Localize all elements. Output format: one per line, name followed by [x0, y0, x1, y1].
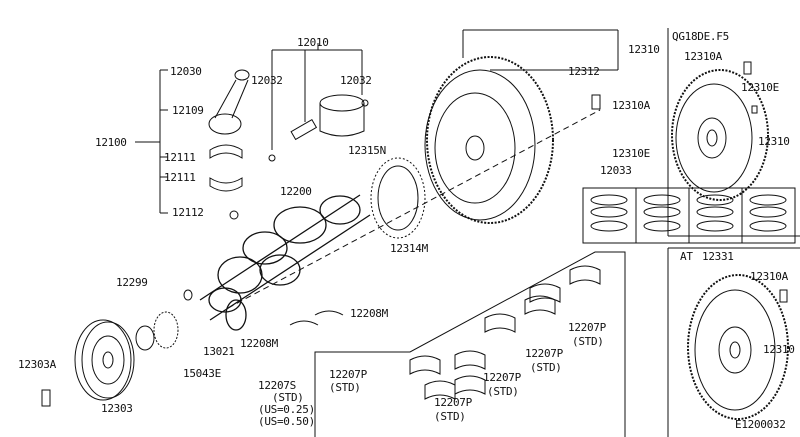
- thrust-bearings: [289, 310, 344, 326]
- label-bearing-p: 12207P: [525, 347, 563, 360]
- label-main-bearing-us025: (US=0.25): [258, 403, 315, 416]
- piston-rings: [590, 194, 787, 232]
- label-bearing-p-std: (STD): [487, 385, 519, 398]
- label-bearing-p-std: (STD): [572, 335, 604, 348]
- label-thrust-bearing: 12208M: [350, 307, 388, 320]
- at-variant-frame: [667, 247, 800, 437]
- label-bearing-p: 12207P: [568, 321, 606, 334]
- label-qg-dowel: 12310E: [741, 81, 779, 94]
- label-bearing-p: 12207P: [434, 396, 472, 409]
- label-piston-rings: 12033: [600, 164, 632, 177]
- label-snap-ring: 12032: [340, 74, 372, 87]
- label-ring-gear: 12312: [568, 65, 600, 78]
- label-variant-at: AT: [680, 250, 693, 263]
- label-sprocket: 13021: [203, 345, 235, 358]
- label-bearing-p-std: (STD): [434, 410, 466, 423]
- label-crankshaft: 12200: [280, 185, 312, 198]
- label-rod-nut: 12112: [172, 206, 204, 219]
- qg-flywheel: [671, 61, 769, 201]
- label-main-bearing-us050: (US=0.50): [258, 415, 315, 428]
- label-at-bolt: 12310A: [750, 270, 788, 283]
- diagram-id: E1200032: [735, 418, 786, 431]
- flywheel: [227, 29, 619, 309]
- label-snap-ring: 12032: [251, 74, 283, 87]
- crank-pulley: [41, 319, 135, 407]
- label-piston: 12010: [297, 36, 329, 49]
- label-pulley-bolt: 12303A: [18, 358, 56, 371]
- label-bearing-p-std: (STD): [530, 361, 562, 374]
- label-flywheel: 12310: [628, 43, 660, 56]
- label-variant-qg: QG18DE.F5: [672, 30, 729, 43]
- piston-ring-box: [582, 187, 796, 244]
- oil-seal-and-sprocket: [135, 289, 193, 351]
- main-bearing-box: [314, 251, 626, 437]
- label-rod-bolt: 12109: [172, 104, 204, 117]
- qg-variant-frame: [667, 28, 800, 237]
- label-pin: 12315N: [348, 144, 386, 157]
- label-rod-bushing: 12030: [170, 65, 202, 78]
- label-oil-seal: 15043E: [183, 367, 221, 380]
- main-bearings: [409, 265, 601, 400]
- connecting-rod: [135, 69, 250, 220]
- label-bearing-p: 12207P: [483, 371, 521, 384]
- label-connecting-rod: 12100: [95, 136, 127, 149]
- label-drive-plate: 12331: [702, 250, 734, 263]
- label-main-bearing: 12207S: [258, 379, 296, 392]
- label-qg-bolt: 12310A: [684, 50, 722, 63]
- piston: [268, 43, 369, 162]
- signal-plate: [370, 157, 426, 239]
- label-flywheel-dowel: 12310E: [612, 147, 650, 160]
- label-key: 12299: [116, 276, 148, 289]
- label-signal-plate: 12314M: [390, 242, 428, 255]
- label-rod-bearing: 12111: [164, 171, 196, 184]
- label-flywheel-bolt: 12310A: [612, 99, 650, 112]
- crankshaft: [199, 194, 371, 331]
- label-bearing-p: 12207P: [329, 368, 367, 381]
- label-at-flywheel: 12310: [763, 343, 795, 356]
- at-drive-plate: [687, 274, 789, 420]
- label-main-bearing-std: (STD): [272, 391, 304, 404]
- label-crank-pulley: 12303: [101, 402, 133, 415]
- label-thrust-bearing: 12208M: [240, 337, 278, 350]
- label-bearing-p-std: (STD): [329, 381, 361, 394]
- label-qg-flywheel: 12310: [758, 135, 790, 148]
- label-rod-bearing: 12111: [164, 151, 196, 164]
